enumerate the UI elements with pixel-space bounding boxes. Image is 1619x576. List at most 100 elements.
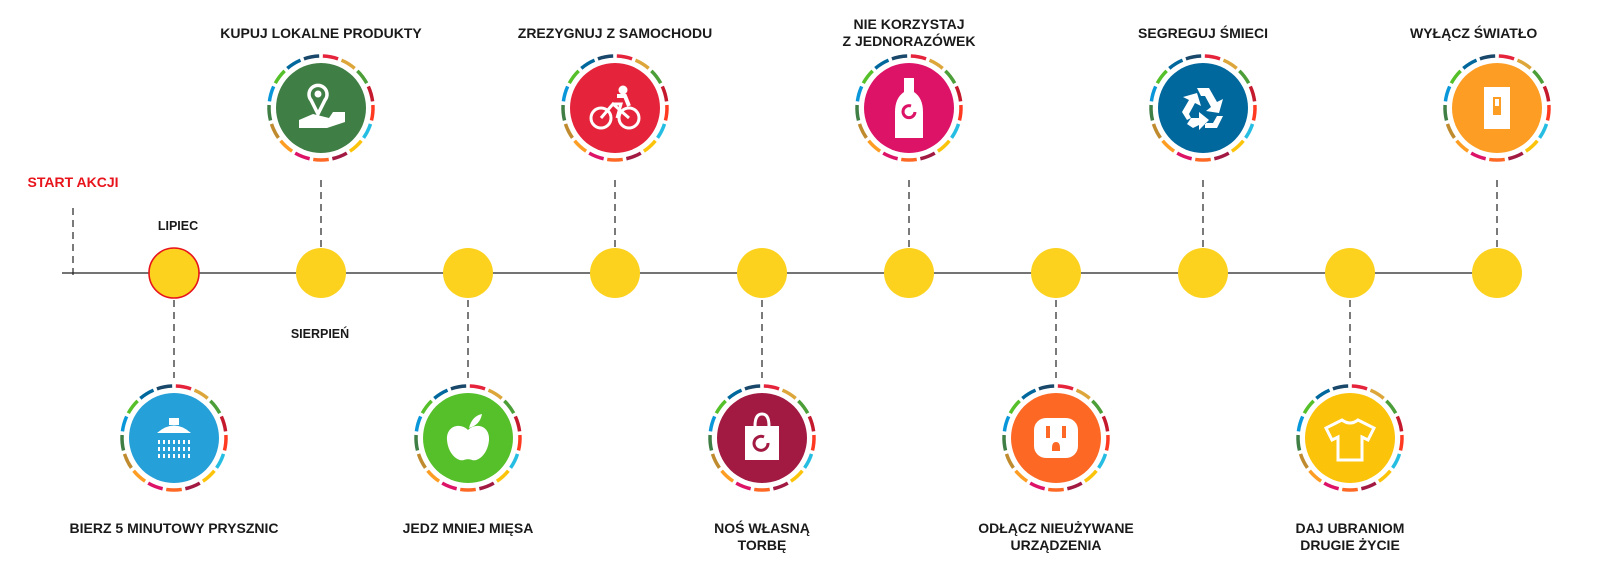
ring-segment (362, 123, 373, 139)
ring-segment (1149, 85, 1158, 102)
ring-segment (810, 434, 816, 451)
ring-segment (175, 384, 192, 391)
month-label-july: LIPIEC (157, 219, 199, 233)
ring-segment (1323, 481, 1340, 491)
ring-segment (478, 481, 495, 491)
ring-segment (1038, 384, 1055, 391)
ring-segment (414, 434, 420, 451)
ring-segment (1360, 481, 1377, 491)
ring-segment (1308, 469, 1323, 483)
ring-segment (1445, 123, 1456, 139)
recycle-icon (1182, 88, 1223, 130)
ring-segment (414, 415, 423, 432)
ring-segment (426, 469, 441, 483)
ring-segment (1315, 388, 1331, 400)
ring-segment (1021, 388, 1037, 400)
badge-local-products (267, 54, 375, 162)
ring-segment (763, 384, 780, 391)
ring-segment (340, 58, 356, 70)
ring-segment (1545, 104, 1551, 121)
ring-segment (286, 58, 302, 70)
ring-segment (495, 469, 510, 483)
ring-segment (219, 415, 228, 432)
ring-segment (513, 415, 522, 432)
ring-segment (1542, 85, 1551, 102)
ring-segment (1470, 151, 1487, 161)
ring-segment (1014, 469, 1029, 483)
ring-segment (861, 69, 874, 85)
timeline-node-bottle (884, 248, 934, 298)
ring-segment (312, 157, 330, 162)
ring-segment (1151, 123, 1162, 139)
ring-segment (1029, 481, 1046, 491)
ring-segment (139, 388, 155, 400)
ring-segment (201, 469, 216, 483)
ring-segment (1238, 69, 1251, 85)
ring-segment (1332, 384, 1349, 391)
ring-segment (1455, 139, 1470, 153)
ring-segment (267, 85, 276, 102)
timeline-node-shower (148, 247, 200, 299)
ring-segment (891, 54, 908, 61)
ring-segment (279, 139, 294, 153)
ring-segment (720, 469, 735, 483)
ring-segment (122, 453, 133, 469)
badge-bicycle (561, 54, 669, 162)
ring-segment (126, 399, 139, 415)
ring-segment (469, 384, 486, 391)
ring-segment (1398, 434, 1404, 451)
ring-segment (1532, 69, 1545, 85)
ring-segment (1302, 399, 1315, 415)
ring-segment (807, 415, 816, 432)
timeline-node-apple (443, 248, 493, 298)
ring-segment (1194, 157, 1212, 162)
ring-segment (1097, 453, 1108, 469)
ring-segment (273, 69, 286, 85)
action-label-local-products: KUPUJ LOKALNE PRODUKTY (220, 25, 422, 41)
action-label-plug: ODŁĄCZ NIEUŻYWANE URZĄDZENIA (978, 520, 1134, 553)
ring-segment (573, 139, 588, 153)
ring-segment (1104, 434, 1110, 451)
ring-segment (348, 139, 363, 153)
ring-segment (561, 104, 567, 121)
ring-segment (366, 85, 375, 102)
ring-segment (857, 123, 868, 139)
ring-segment (1516, 58, 1532, 70)
ring-segment (561, 85, 570, 102)
action-label-shower: BIERZ 5 MINUTOWY PRYSZNIC (69, 520, 279, 536)
ring-segment (1479, 54, 1496, 61)
ring-segment (910, 54, 927, 61)
ring-segment (1168, 58, 1184, 70)
ring-segment (1488, 157, 1506, 162)
ring-segment (625, 151, 642, 161)
badge-bag (708, 384, 816, 492)
ring-segment (867, 139, 882, 153)
ring-segment (855, 104, 861, 121)
ring-segment (459, 487, 477, 492)
ring-segment (1351, 384, 1368, 391)
ring-segment (1008, 399, 1021, 415)
ring-segment (753, 487, 771, 492)
local-products-icon (299, 83, 345, 128)
ring-segment (874, 58, 890, 70)
badge-bottle (855, 54, 963, 162)
ring-segment (1462, 58, 1478, 70)
ring-segment (656, 123, 667, 139)
ring-segment (744, 384, 761, 391)
ring-segment (588, 151, 605, 161)
ring-segment (267, 104, 273, 121)
action-label-bicycle: ZREZYGNUJ Z SAMOCHODU (517, 25, 713, 41)
badge-circle (570, 63, 660, 153)
ring-segment (1176, 151, 1193, 161)
ring-segment (797, 399, 810, 415)
badge-circle (1305, 393, 1395, 483)
ring-segment (950, 123, 961, 139)
ring-segment (1369, 388, 1385, 400)
ring-segment (1083, 469, 1098, 483)
ring-segment (147, 481, 164, 491)
plug-icon (1034, 418, 1078, 458)
badge-shower (120, 384, 228, 492)
badge-tshirt (1296, 384, 1404, 492)
